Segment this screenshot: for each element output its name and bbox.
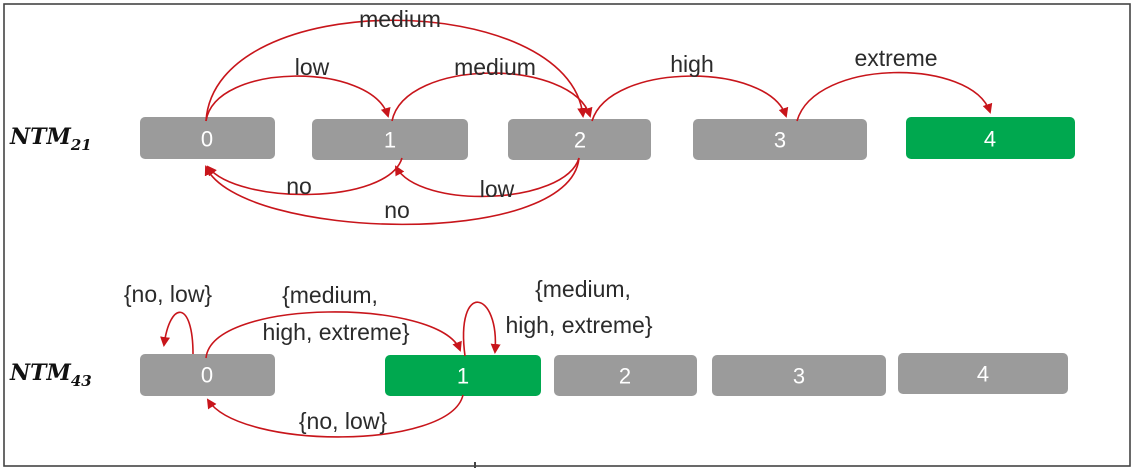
ntm21-state-4 bbox=[906, 117, 1075, 159]
ntm21-state-2 bbox=[508, 119, 651, 160]
ntm21-edge-2-to-0-label: no bbox=[384, 197, 410, 223]
ntm21-row: NTM21 0 1 2 3 4 medium low medium high e… bbox=[9, 6, 1075, 226]
ntm21-edge-2-to-1-label: low bbox=[480, 176, 515, 202]
ntm21-edge-0-to-2-label: medium bbox=[359, 6, 441, 32]
ntm43-edge-1-to-1-label-line2: high, extreme} bbox=[505, 312, 652, 338]
ntm21-state-0-label: 0 bbox=[201, 127, 213, 152]
ntm21-edge-3-to-4-label: extreme bbox=[854, 45, 937, 71]
ntm21-edge-1-to-2-label: medium bbox=[454, 54, 536, 80]
ntm21-state-1-label: 1 bbox=[384, 128, 396, 153]
ntm43-edge-1-to-0 bbox=[206, 394, 464, 438]
ntm21-edge-1-to-0-label: no bbox=[286, 173, 312, 199]
ntm21-edge-2-to-0 bbox=[204, 157, 580, 226]
ntm43-edge-1-to-1 bbox=[462, 301, 501, 357]
ntm43-edge-0-to-1-label-line2: high, extreme} bbox=[262, 319, 409, 345]
ntm43-edge-0-to-0-label: {no, low} bbox=[124, 281, 213, 307]
ntm43-edge-0-to-1-label-line1: {medium, bbox=[282, 282, 378, 308]
ntm43-row: NTM43 0 1 2 3 4 {no, low} {medium, high,… bbox=[9, 276, 1068, 438]
ntm43-edge-0-to-0 bbox=[160, 311, 194, 355]
ntm43-state-0-label: 0 bbox=[201, 363, 213, 388]
ntm43-state-4-label: 4 bbox=[977, 362, 989, 387]
ntm43-row-label: NTM43 bbox=[9, 360, 92, 390]
ntm43-state-2 bbox=[554, 355, 697, 396]
ntm21-edge-1-to-0 bbox=[206, 157, 403, 196]
ntm21-state-2-label: 2 bbox=[574, 128, 586, 153]
frame-tick-mark bbox=[474, 462, 476, 468]
ntm21-edge-2-to-3 bbox=[591, 75, 789, 122]
ntm21-state-0 bbox=[140, 117, 275, 159]
ntm21-state-1 bbox=[312, 119, 468, 160]
ntm43-state-3 bbox=[712, 355, 886, 396]
ntm21-state-4-label: 4 bbox=[984, 127, 996, 152]
ntm21-edge-2-to-1 bbox=[395, 157, 580, 198]
ntm43-edge-1-to-1-label-line1: {medium, bbox=[535, 276, 631, 302]
ntm43-state-0 bbox=[140, 354, 275, 396]
ntm21-edge-2-to-3-label: high bbox=[670, 51, 713, 77]
ntm21-edge-3-to-4 bbox=[796, 71, 993, 122]
ntm21-edge-0-to-2 bbox=[205, 19, 588, 122]
ntm43-state-4 bbox=[898, 353, 1068, 394]
ntm43-state-1-label: 1 bbox=[457, 364, 469, 389]
diagram-frame bbox=[3, 3, 1131, 467]
ntm21-row-label: NTM21 bbox=[9, 124, 92, 154]
ntm21-state-3-label: 3 bbox=[774, 128, 786, 153]
ntm21-edge-0-to-1-label: low bbox=[295, 54, 330, 80]
ntm21-state-3 bbox=[693, 119, 867, 160]
ntm21-edge-1-to-2 bbox=[391, 72, 593, 122]
ntm21-edge-0-to-1 bbox=[205, 75, 391, 122]
ntm43-state-3-label: 3 bbox=[793, 364, 805, 389]
ntm43-state-2-label: 2 bbox=[619, 364, 631, 389]
ntm43-edge-0-to-1 bbox=[205, 311, 462, 359]
ntm43-edge-1-to-0-label: {no, low} bbox=[299, 408, 388, 434]
ntm43-state-1 bbox=[385, 355, 541, 396]
